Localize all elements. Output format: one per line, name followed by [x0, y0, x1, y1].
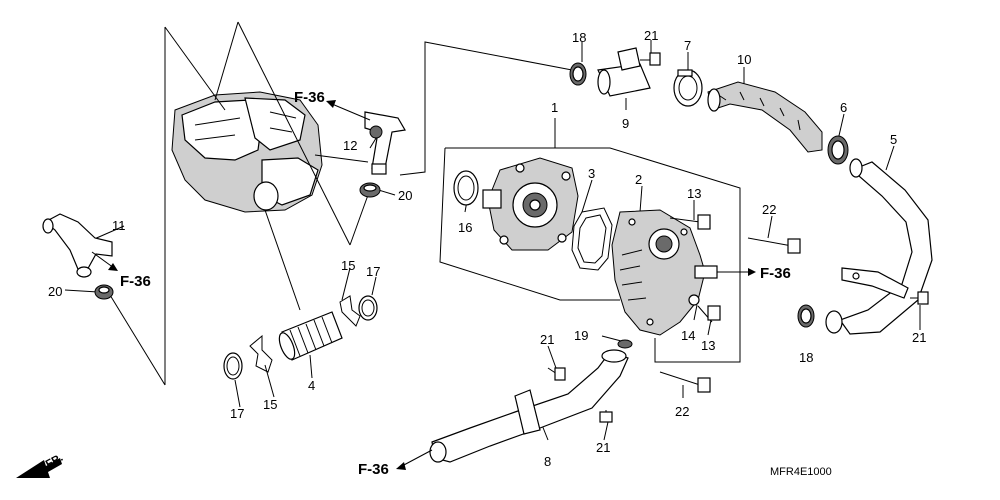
callout-17-right: 17 [366, 264, 380, 279]
callout-22-lower: 22 [675, 404, 689, 419]
callout-17-left: 17 [230, 406, 244, 421]
bolt-21-right [910, 291, 929, 305]
callout-7: 7 [684, 38, 691, 53]
callout-18-upper: 18 [572, 30, 586, 45]
part-17-oring-left [223, 352, 243, 380]
callout-13-upper: 13 [687, 186, 701, 201]
part-18-oring-right [797, 304, 815, 328]
bolt-13-upper [669, 214, 711, 230]
callout-21-lower-b: 21 [596, 440, 610, 455]
callout-14: 14 [681, 328, 695, 343]
callout-21-lower-a: 21 [540, 332, 554, 347]
callout-5: 5 [890, 132, 897, 147]
callout-20-left: 20 [48, 284, 62, 299]
bolt-13-lower [697, 305, 721, 323]
part-18-oring-upper [569, 62, 587, 86]
callout-15-right: 15 [341, 258, 355, 273]
diagram-code: MFR4E1000 [770, 466, 832, 478]
callout-21-right: 21 [912, 330, 926, 345]
bolt-22-lower [659, 371, 711, 393]
ref-f36-lower: F-36 [358, 461, 389, 478]
callout-8: 8 [544, 454, 551, 469]
callout-10: 10 [737, 52, 751, 67]
callout-18-right: 18 [799, 350, 813, 365]
callout-15-left: 15 [263, 397, 277, 412]
front-label: FR. [44, 452, 65, 471]
part-7-hose-clamp [673, 69, 703, 107]
part-3-gasket [571, 207, 613, 271]
callout-22-upper: 22 [762, 202, 776, 217]
callouts: 1 2 3 4 5 6 7 8 9 10 11 12 13 13 14 15 1… [48, 28, 926, 469]
front-direction-arrow: FR. [16, 452, 65, 478]
ref-labels: F-36 F-36 F-36 F-36 [120, 89, 791, 478]
leader-lines [64, 21, 921, 441]
part-8-water-pipe [429, 349, 629, 463]
callout-16: 16 [458, 220, 472, 235]
part-6-hose-clamp [827, 135, 849, 165]
engine-block [171, 91, 323, 213]
part-16-oring [453, 170, 479, 206]
ref-f36-left: F-36 [120, 273, 151, 290]
callout-3: 3 [588, 166, 595, 181]
part-5-water-pipe [825, 158, 933, 335]
callout-1: 1 [551, 100, 558, 115]
part-11-elbow-pipe [42, 213, 113, 278]
bolt-21-upper [640, 52, 661, 66]
callout-19: 19 [574, 328, 588, 343]
part-4-joint-tube [278, 311, 343, 361]
part-19-seal [617, 339, 633, 349]
part-20-seal-upper [359, 182, 381, 198]
callout-12: 12 [343, 138, 357, 153]
callout-11: 11 [112, 218, 126, 233]
bolt-21-lower-a [547, 367, 566, 381]
part-9-joint [597, 47, 651, 97]
part-12-elbow-pipe [364, 111, 406, 175]
callout-9: 9 [622, 116, 629, 131]
callout-20-upper: 20 [398, 188, 412, 203]
ref-f36-upper: F-36 [294, 89, 325, 106]
ref-arrows [91, 100, 756, 470]
callout-6: 6 [840, 100, 847, 115]
bolt-14 [688, 294, 700, 306]
part-15-clip-right [339, 295, 361, 327]
part-15-clip-left [249, 334, 273, 373]
callout-4: 4 [308, 378, 315, 393]
part-17-oring-right [358, 295, 378, 321]
ref-f36-right: F-36 [760, 265, 791, 282]
callout-2: 2 [635, 172, 642, 187]
callout-21-upper: 21 [644, 28, 658, 43]
part-10-water-hose [707, 81, 823, 153]
part-1-water-pump [482, 157, 579, 251]
bolt-22-upper [747, 237, 801, 254]
callout-13-lower: 13 [701, 338, 715, 353]
bolt-21-lower-b [599, 410, 613, 423]
part-20-seal-left [94, 284, 114, 300]
